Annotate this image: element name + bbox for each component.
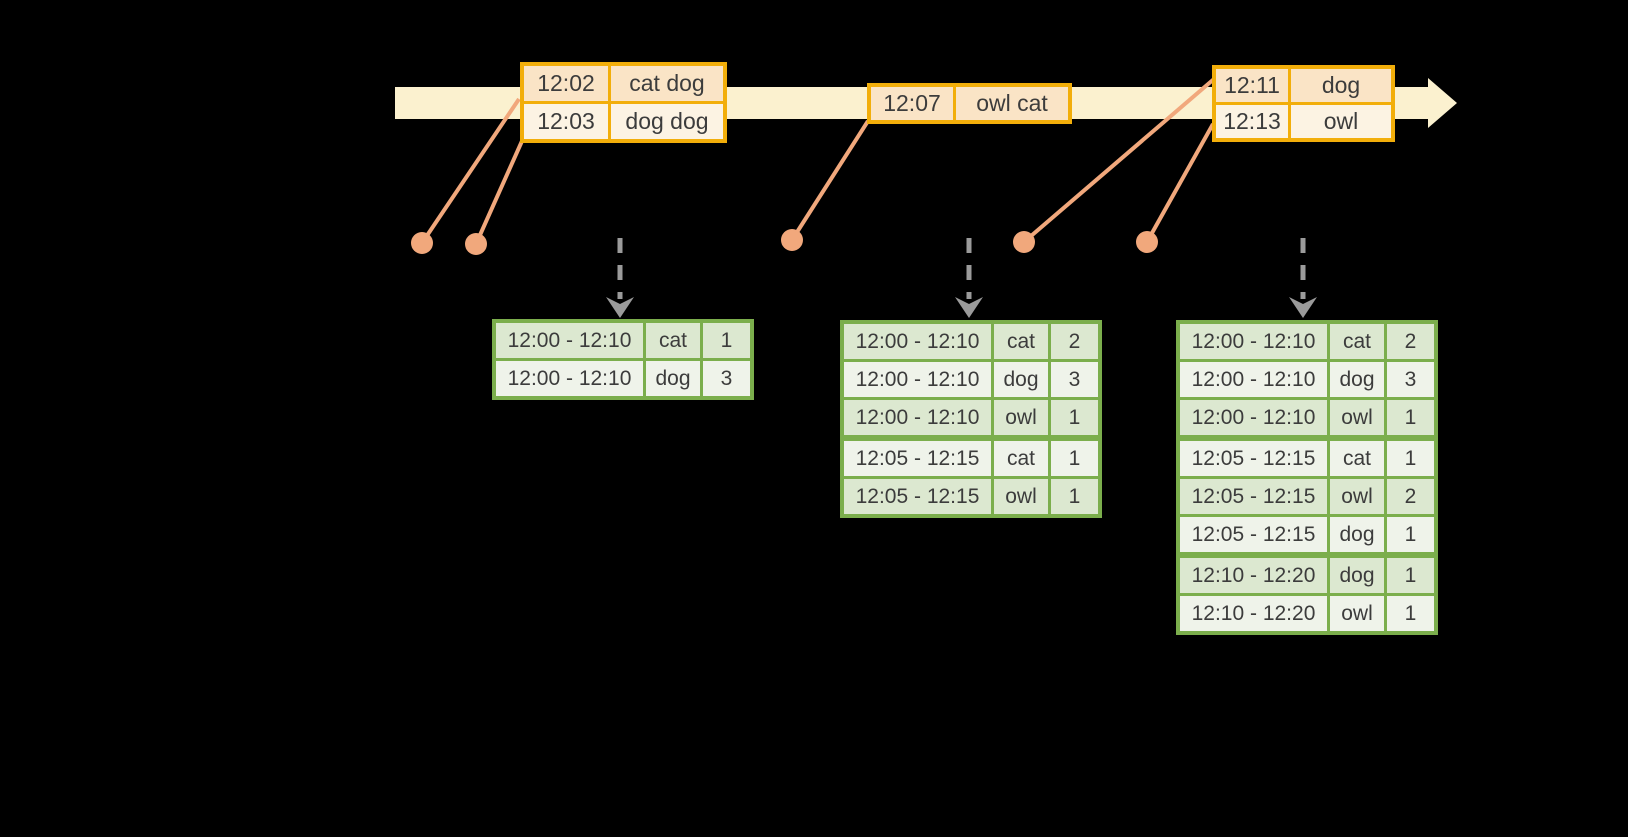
- window-cell: 12:00 - 12:10: [1180, 400, 1327, 435]
- count-cell: 3: [703, 361, 750, 396]
- window-cell: 12:10 - 12:20: [1180, 558, 1327, 593]
- word-cell: cat: [994, 441, 1048, 476]
- event-connector-line: [474, 140, 524, 245]
- word-cell: cat: [1330, 324, 1384, 359]
- word-cell: owl: [1330, 400, 1384, 435]
- trigger-arrowhead-icon: [1289, 297, 1317, 318]
- event-dot: [1013, 231, 1035, 253]
- event-words-cell: cat dog: [611, 66, 723, 101]
- count-cell: 1: [1387, 596, 1434, 631]
- window-cell: 12:00 - 12:10: [1180, 362, 1327, 397]
- event-time-cell: 12:02: [524, 66, 608, 101]
- trigger-arrow: [955, 238, 983, 318]
- event-connector-line: [790, 119, 870, 242]
- count-cell: 1: [1051, 400, 1098, 435]
- word-cell: owl: [994, 479, 1048, 514]
- count-cell: 2: [1387, 324, 1434, 359]
- word-cell: dog: [994, 362, 1048, 397]
- event-time-cell: 12:03: [524, 104, 608, 139]
- window-cell: 12:10 - 12:20: [1180, 596, 1327, 631]
- event-dot: [411, 232, 433, 254]
- window-cell: 12:00 - 12:10: [496, 361, 643, 396]
- word-cell: owl: [1330, 479, 1384, 514]
- event-connector-line: [1145, 123, 1215, 243]
- window-cell: 12:05 - 12:15: [1180, 517, 1327, 552]
- event-dot: [465, 233, 487, 255]
- window-cell: 12:00 - 12:10: [844, 362, 991, 397]
- window-cell: 12:00 - 12:10: [1180, 324, 1327, 359]
- event-connector-line: [420, 97, 521, 245]
- window-cell: 12:00 - 12:10: [844, 400, 991, 435]
- window-cell: 12:05 - 12:15: [1180, 479, 1327, 514]
- window-cell: 12:05 - 12:15: [844, 479, 991, 514]
- event-words-cell: owl cat: [956, 87, 1068, 120]
- count-cell: 1: [1387, 517, 1434, 552]
- window-cell: 12:00 - 12:10: [844, 324, 991, 359]
- trigger-arrow: [1289, 238, 1317, 318]
- event-dot: [1136, 231, 1158, 253]
- count-cell: 2: [1051, 324, 1098, 359]
- word-cell: cat: [994, 324, 1048, 359]
- window-cell: 12:05 - 12:15: [844, 441, 991, 476]
- word-cell: dog: [1330, 517, 1384, 552]
- window-cell: 12:05 - 12:15: [1180, 441, 1327, 476]
- word-cell: dog: [1330, 558, 1384, 593]
- event-connector-line: [1022, 77, 1216, 244]
- event-words-cell: dog: [1291, 69, 1391, 102]
- count-cell: 1: [1387, 400, 1434, 435]
- event-dot: [781, 229, 803, 251]
- count-cell: 1: [703, 323, 750, 358]
- window-cell: 12:00 - 12:10: [496, 323, 643, 358]
- count-cell: 3: [1051, 362, 1098, 397]
- count-cell: 1: [1051, 479, 1098, 514]
- trigger-arrowhead-icon: [606, 297, 634, 318]
- count-cell: 1: [1051, 441, 1098, 476]
- event-time-cell: 12:13: [1216, 105, 1288, 138]
- word-cell: owl: [1330, 596, 1384, 631]
- event-time-cell: 12:11: [1216, 69, 1288, 102]
- trigger-arrow: [606, 238, 634, 318]
- word-cell: owl: [994, 400, 1048, 435]
- event-time-cell: 12:07: [871, 87, 953, 120]
- count-cell: 2: [1387, 479, 1434, 514]
- count-cell: 1: [1387, 441, 1434, 476]
- word-cell: dog: [1330, 362, 1384, 397]
- timeline-arrowhead-icon: [1428, 78, 1457, 128]
- count-cell: 3: [1387, 362, 1434, 397]
- event-words-cell: owl: [1291, 105, 1391, 138]
- count-cell: 1: [1387, 558, 1434, 593]
- event-words-cell: dog dog: [611, 104, 723, 139]
- word-cell: cat: [1330, 441, 1384, 476]
- word-cell: cat: [646, 323, 700, 358]
- word-cell: dog: [646, 361, 700, 396]
- trigger-arrowhead-icon: [955, 297, 983, 318]
